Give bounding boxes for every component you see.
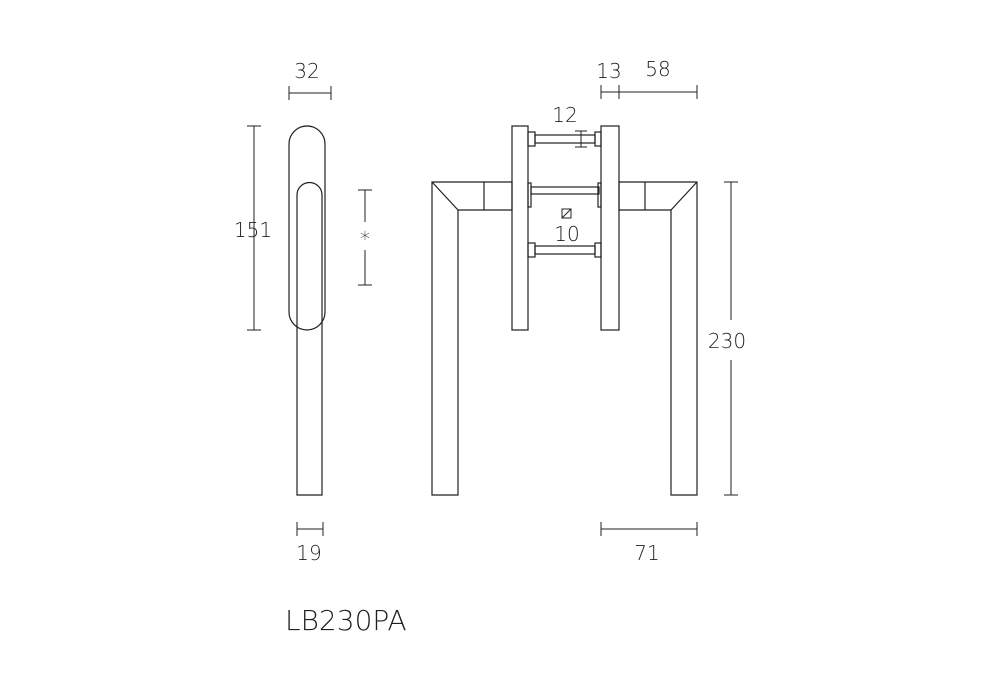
side-handle-outline [296,181,323,496]
left-lever-miter [431,181,459,211]
side-rose-outline [288,125,326,331]
dim-230: 230 [708,181,746,496]
dim-10: 10 [554,208,580,246]
dim-label-13: 13 [596,59,621,83]
left-rose [511,125,529,331]
front-view: 13 58 12 10 230 71 [431,57,746,565]
dim-32: 32 [288,59,332,100]
dim-13-58: 13 58 [596,57,698,99]
dim-label-71: 71 [634,541,659,565]
bottom-screw [527,242,602,258]
dim-label-10: 10 [554,222,579,246]
top-screw [527,131,602,147]
square-spindle-icon [561,208,572,219]
right-lever-miter [670,181,698,211]
dim-label-151: 151 [234,218,272,242]
dim-12: 12 [552,103,587,148]
right-rose [600,125,620,331]
dim-label-230: 230 [708,329,746,353]
dim-19: 19 [296,522,324,565]
dim-label-12: 12 [552,103,577,127]
dim-label-32: 32 [294,59,319,83]
middle-spindle [527,182,602,208]
dim-label-19: 19 [296,541,321,565]
model-name: LB230PA [285,604,407,637]
left-lever-outline [431,181,513,496]
right-lever-outline [618,181,698,496]
dim-label-58: 58 [645,57,670,81]
side-view: 32 151 * 19 [234,59,372,565]
dim-151: 151 [234,125,272,331]
dim-label-star: * [360,227,370,251]
dim-71: 71 [600,522,698,565]
dim-star: * [358,189,372,286]
